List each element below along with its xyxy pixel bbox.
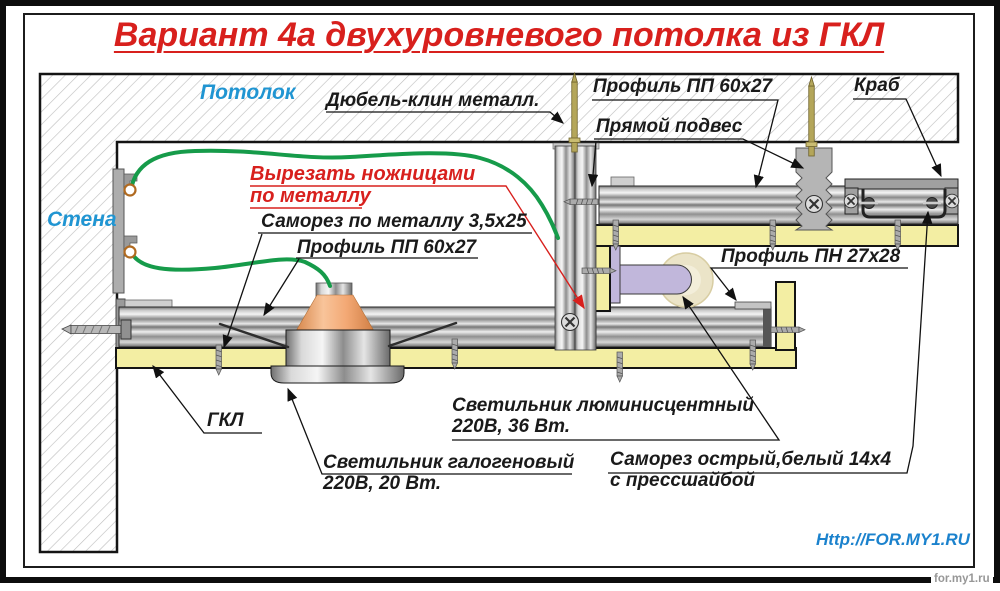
screw-sharp-line2: с прессшайбой [610,470,756,491]
cut-note-line1: Вырезать ножницами [250,163,476,185]
gkl-label: ГКЛ [207,410,244,431]
leader-lines [152,98,942,475]
direct-hanger-label: Прямой подвес [596,116,743,137]
halogen-line2: 220В, 20 Вт. [323,473,442,494]
luminescent-line2: 220В, 36 Вт. [452,416,571,437]
page-title: Вариант 4а двухуровневого потолка из ГКЛ [113,16,885,54]
ceiling-label: Потолок [200,81,296,104]
dowel-wedge-label: Дюбель-клин металл. [326,90,540,111]
halogen-lamp [218,282,458,384]
cut-indicator-line [250,185,585,310]
profile-pp-top-label: Профиль ПП 60х27 [593,76,773,97]
luminescent-lamp-label: Светильник люминисцентный 220В, 36 Вт. [452,395,754,437]
watermark: for.my1.ru [931,573,993,585]
luminescent-line1: Светильник люминисцентный [452,395,754,416]
site-url[interactable]: Http://FOR.MY1.RU [816,530,970,549]
halogen-line1: Светильник галогеновый [323,452,575,473]
ceiling-wall-hatch [38,72,960,554]
cut-note-line2: по металлу [250,185,371,207]
cut-note-label: Вырезать ножницами по металлу [250,163,475,207]
inner-border [23,13,975,568]
green-wires [123,148,560,288]
crab-label: Краб [854,75,900,96]
screw-sharp-line1: Саморез острый,белый 14х4 [610,449,892,470]
direct-hanger [794,147,834,231]
screw-metal-label: Саморез по металлу 3,5х25 [261,211,527,232]
profile-pn-label: Профиль ПН 27х28 [721,246,901,267]
halogen-lamp-label: Светильник галогеновый 220В, 20 Вт. [323,452,574,494]
profile-pp-mid-label: Профиль ПП 60х27 [297,237,477,258]
wall-label: Стена [47,208,117,231]
screw-sharp-label: Саморез острый,белый 14х4 с прессшайбой [610,449,891,491]
